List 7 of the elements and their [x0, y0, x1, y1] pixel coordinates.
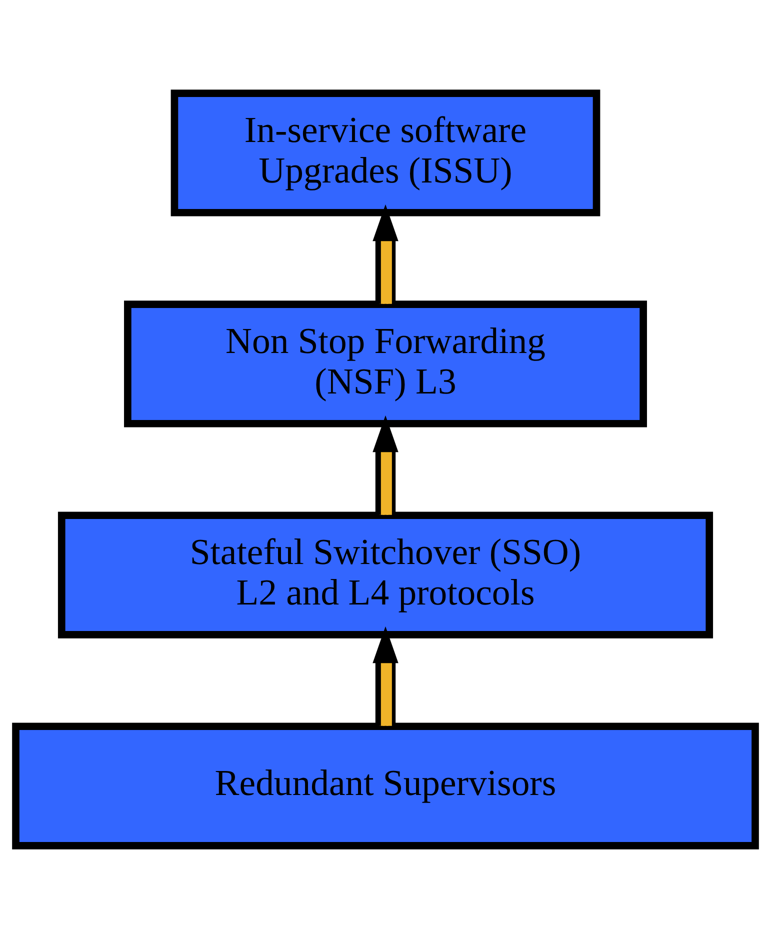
node-box: Stateful Switchover (SSO) L2 and L4 protocols	[58, 512, 714, 638]
node-box: Redundant Supervisors	[12, 722, 759, 850]
arrow	[372, 415, 398, 515]
node-box: In-service software Upgrades (ISSU)	[170, 90, 600, 216]
node-box: Non Stop Forwarding (NSF) L3	[124, 300, 647, 428]
arrow	[372, 204, 398, 304]
arrow	[372, 626, 398, 726]
